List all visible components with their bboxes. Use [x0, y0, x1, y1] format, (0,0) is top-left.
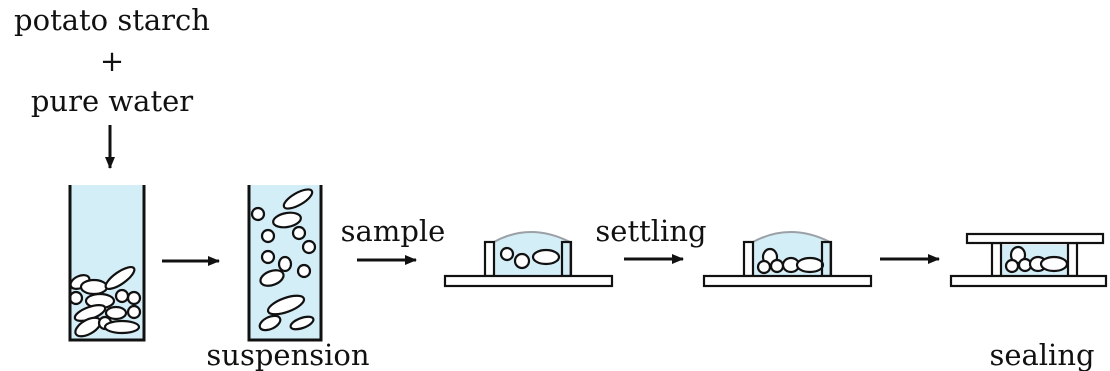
stage-sample	[443, 231, 614, 288]
starch-grains	[250, 188, 317, 332]
tube-settled	[68, 185, 146, 342]
starch-grains	[756, 247, 825, 275]
label-pure-water: pure water	[31, 84, 193, 118]
tube-suspension	[247, 185, 323, 342]
starch-grains	[68, 265, 142, 338]
stage-sealed	[949, 232, 1108, 288]
label-settling: settling	[595, 214, 706, 248]
label-potato-starch: potato starch	[14, 3, 210, 37]
label-sealing: sealing	[989, 338, 1094, 371]
starch-grains	[1004, 245, 1069, 274]
starch-grains	[499, 246, 561, 270]
label-sample: sample	[341, 214, 446, 248]
stage-settled	[702, 231, 873, 288]
label-suspension: suspension	[206, 338, 369, 371]
label-plus: +	[100, 44, 124, 78]
